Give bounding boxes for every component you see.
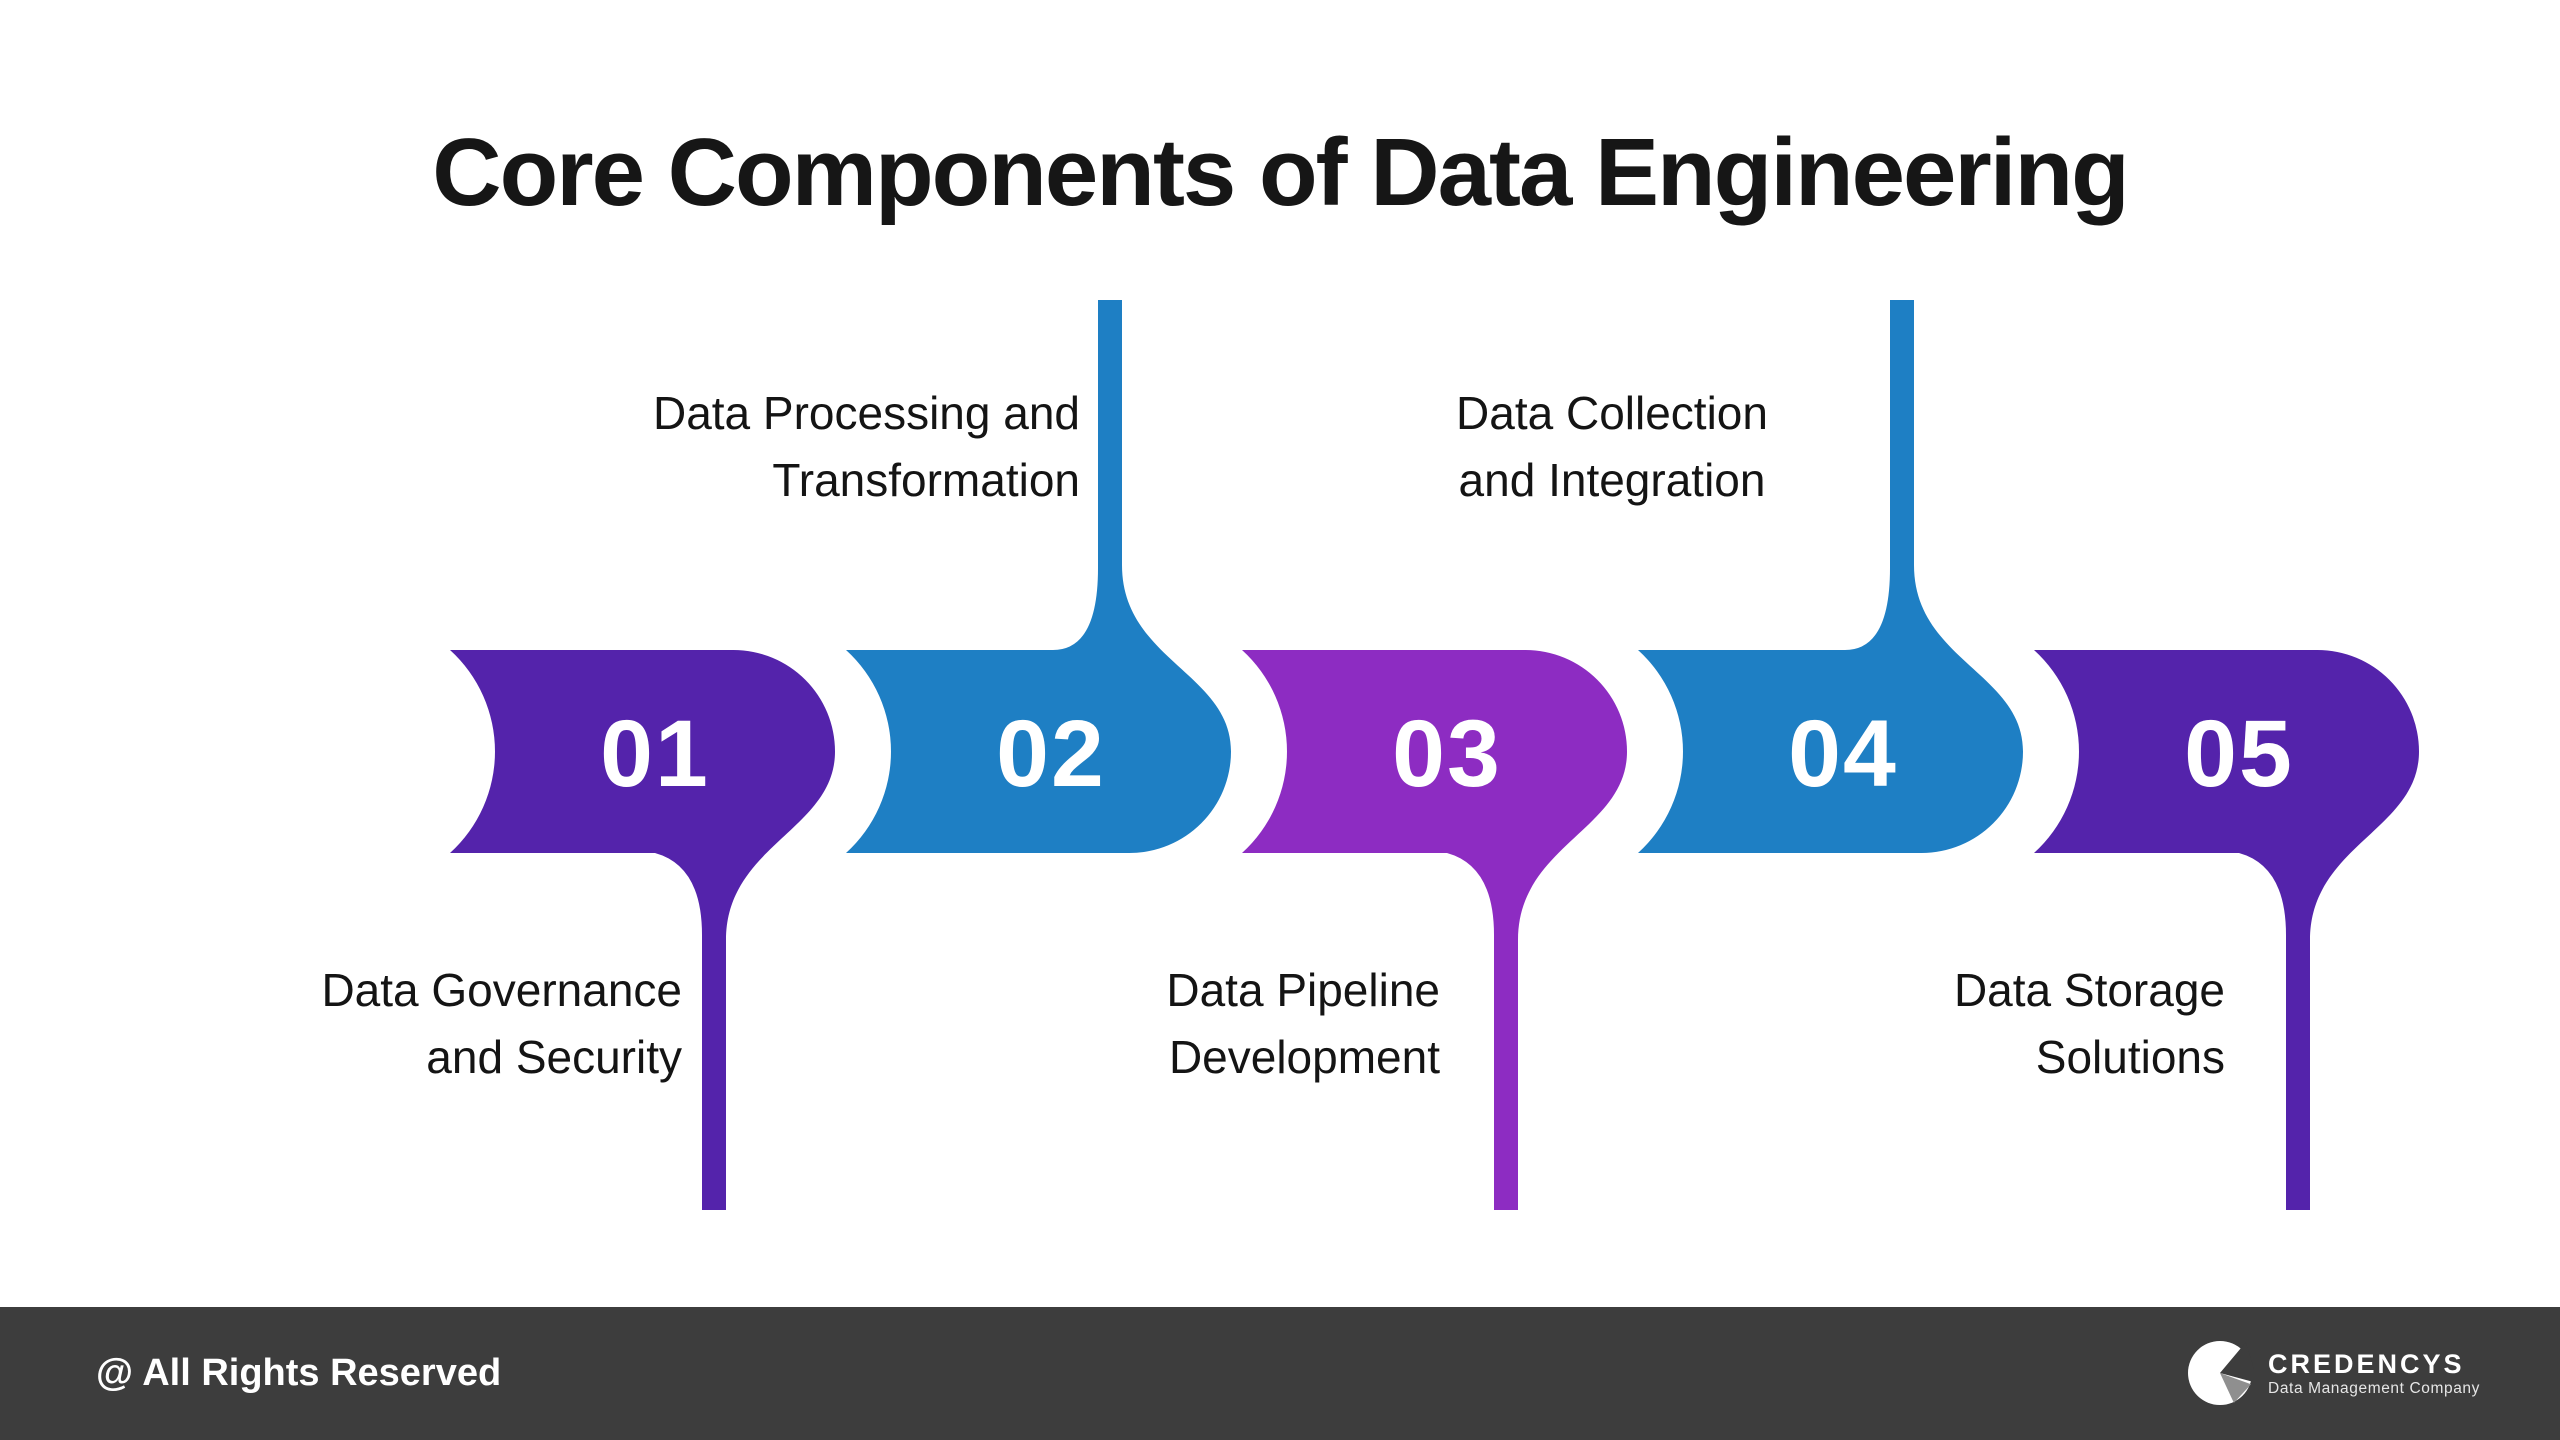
step-label-04: Data Collection and Integration bbox=[1456, 380, 1768, 514]
segment-05-shape bbox=[2034, 650, 2419, 1210]
segment-03-shape bbox=[1242, 650, 1627, 1210]
segment-02-number: 02 bbox=[996, 701, 1106, 807]
step-label-02-line2: Transformation bbox=[772, 454, 1080, 506]
step-label-01-line1: Data Governance bbox=[321, 964, 682, 1016]
segment-01-shape bbox=[450, 650, 835, 1210]
step-label-02-line1: Data Processing and bbox=[652, 387, 1080, 439]
step-label-03-line1: Data Pipeline bbox=[1166, 964, 1440, 1016]
step-label-04-line2: and Integration bbox=[1458, 454, 1766, 506]
step-label-01-line2: and Security bbox=[426, 1031, 682, 1083]
step-label-01: Data Governance and Security bbox=[321, 957, 682, 1091]
step-label-04-line1: Data Collection bbox=[1456, 387, 1768, 439]
brand-tagline: Data Management Company bbox=[2268, 1379, 2480, 1397]
segment-02-shape bbox=[846, 300, 1231, 853]
step-label-03-line2: Development bbox=[1168, 1031, 1440, 1083]
step-label-05-line2: Solutions bbox=[2035, 1031, 2225, 1083]
segment-04-shape bbox=[1638, 300, 2023, 853]
segment-03-number: 03 bbox=[1392, 701, 1502, 807]
step-label-03: Data Pipeline Development bbox=[1166, 957, 1440, 1091]
footer-bar: @ All Rights Reserved CREDENCYS Data Man… bbox=[0, 1307, 2560, 1440]
page-title: Core Components of Data Engineering bbox=[432, 119, 2129, 226]
brand-name: CREDENCYS bbox=[2268, 1348, 2465, 1379]
step-label-05-line1: Data Storage bbox=[1953, 964, 2225, 1016]
logo-mark-icon bbox=[2188, 1340, 2255, 1405]
segment-04-number: 04 bbox=[1788, 701, 1898, 807]
step-label-05: Data Storage Solutions bbox=[1954, 957, 2225, 1091]
copyright-text: @ All Rights Reserved bbox=[96, 1352, 502, 1394]
segment-01-number: 01 bbox=[600, 701, 710, 807]
step-label-02: Data Processing and Transformation bbox=[653, 380, 1080, 514]
segment-05-number: 05 bbox=[2184, 701, 2294, 807]
credencys-logo: CREDENCYS Data Management Company bbox=[2188, 1335, 2480, 1413]
